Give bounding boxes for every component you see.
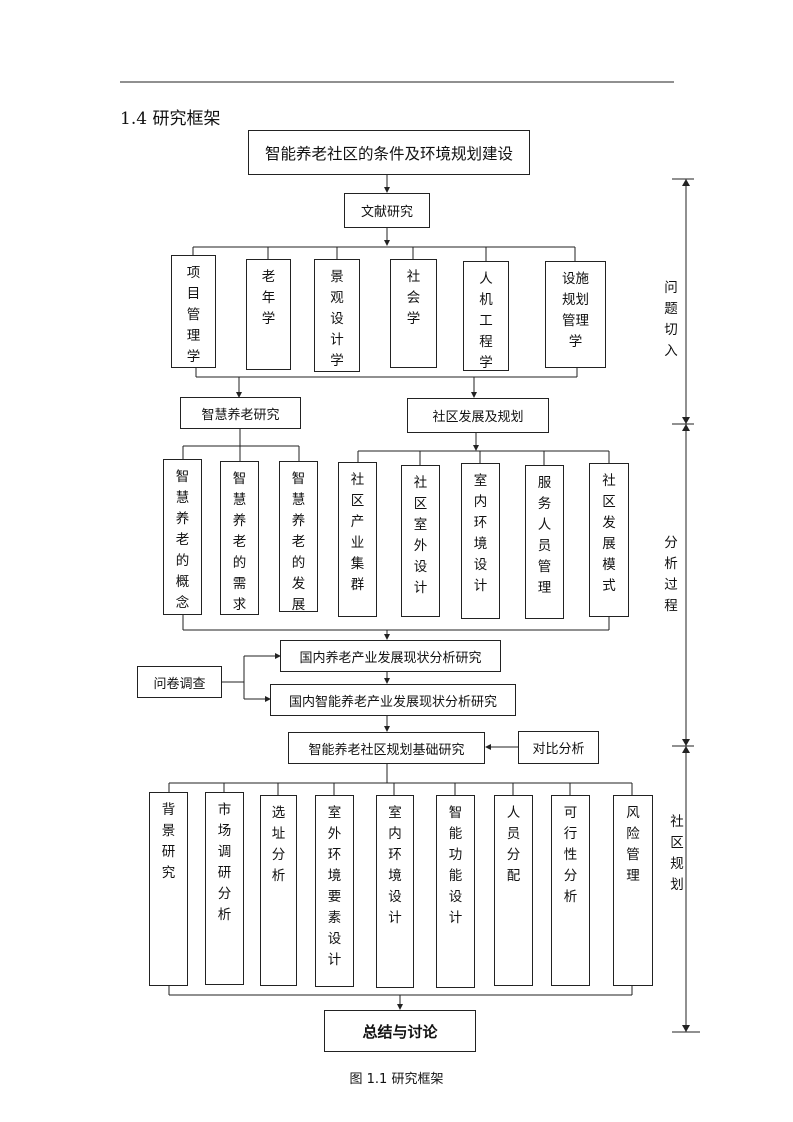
basic-research-box: 智能养老社区规划基础研究 (288, 732, 485, 764)
smart-elderly-research-text: 智慧养老研究 (201, 407, 280, 423)
planning-item-box-9: 风 险 管 理 (613, 795, 653, 986)
top-title-box: 智能养老社区的条件及环境规划建设 (248, 130, 530, 175)
discipline-label-1: 项 目 管 理 学 (186, 265, 201, 365)
discipline-box-6: 设施 规划 管理 学 (545, 261, 606, 368)
smart-item-label-1: 智 慧 养 老 的 概 念 (175, 469, 190, 611)
planning-item-box-4: 室 外 环 境 要 素 设 计 (315, 795, 354, 987)
planning-item-box-7: 人 员 分 配 (494, 795, 533, 986)
literature-box: 文献研究 (344, 193, 430, 228)
discipline-label-2: 老 年 学 (261, 269, 276, 327)
planning-item-label-3: 选 址 分 析 (271, 805, 286, 884)
discipline-box-2: 老 年 学 (246, 259, 291, 370)
planning-item-box-6: 智 能 功 能 设 计 (436, 795, 475, 988)
planning-item-label-4: 室 外 环 境 要 素 设 计 (327, 805, 342, 968)
community-item-label-3: 室 内 环 境 设 计 (473, 473, 488, 594)
summary-box: 总结与讨论 (324, 1010, 476, 1052)
planning-item-label-2: 市 场 调 研 分 析 (217, 802, 232, 923)
planning-item-box-1: 背 景 研 究 (149, 792, 188, 986)
planning-item-label-7: 人 员 分 配 (506, 805, 521, 884)
community-item-box-2: 社 区 室 外 设 计 (401, 465, 440, 617)
domestic-smart-elderly-industry-box: 国内智能养老产业发展现状分析研究 (270, 684, 516, 716)
section-heading: 1.4 研究框架 (120, 109, 221, 129)
domestic-smart-elderly-industry-text: 国内智能养老产业发展现状分析研究 (288, 694, 497, 710)
smart-item-label-2: 智 慧 养 老 的 需 求 (232, 471, 247, 613)
discipline-box-5: 人 机 工 程 学 (463, 261, 509, 371)
planning-item-label-6: 智 能 功 能 设 计 (448, 805, 463, 926)
smart-item-box-2: 智 慧 养 老 的 需 求 (220, 461, 259, 615)
basic-research-text: 智能养老社区规划基础研究 (308, 742, 465, 758)
phase-label-problem-entry: 问 题 切 入 (664, 280, 678, 359)
comparative-analysis-box: 对比分析 (518, 731, 599, 764)
planning-item-label-1: 背 景 研 究 (161, 802, 176, 881)
community-item-box-1: 社 区 产 业 集 群 (338, 462, 377, 617)
community-item-label-2: 社 区 室 外 设 计 (413, 475, 428, 596)
planning-item-box-2: 市 场 调 研 分 析 (205, 792, 244, 985)
phase-label-community-planning: 社 区 规 划 (670, 814, 684, 893)
domestic-elderly-industry-text: 国内养老产业发展现状分析研究 (299, 650, 482, 666)
community-development-text: 社区发展及规划 (432, 410, 524, 425)
discipline-label-4: 社 会 学 (406, 269, 421, 327)
planning-item-label-5: 室 内 环 境 设 计 (388, 805, 402, 926)
discipline-label-6: 设施 规划 管理 学 (562, 271, 589, 350)
top-title-text: 智能养老社区的条件及环境规划建设 (264, 144, 513, 163)
smart-item-box-1: 智 慧 养 老 的 概 念 (163, 459, 202, 615)
planning-item-box-8: 可 行 性 分 析 (551, 795, 590, 986)
community-item-label-1: 社 区 产 业 集 群 (350, 472, 365, 593)
community-item-label-5: 社 区 发 展 模 式 (602, 473, 616, 594)
community-development-box: 社区发展及规划 (407, 398, 549, 433)
community-item-box-5: 社 区 发 展 模 式 (589, 463, 629, 617)
community-item-box-3: 室 内 环 境 设 计 (461, 463, 500, 619)
smart-item-box-3: 智 慧 养 老 的 发 展 (279, 461, 318, 613)
community-item-box-4: 服 务 人 员 管 理 (525, 465, 564, 619)
phase-label-analysis-process: 分 析 过 程 (664, 535, 678, 614)
planning-item-box-5: 室 内 环 境 设 计 (376, 795, 414, 988)
discipline-label-3: 景 观 设 计 学 (330, 269, 344, 369)
discipline-box-3: 景 观 设 计 学 (314, 259, 360, 372)
literature-text: 文献研究 (360, 205, 413, 220)
smart-elderly-research-box: 智慧养老研究 (180, 397, 301, 429)
survey-box: 问卷调查 (137, 666, 222, 698)
domestic-elderly-industry-box: 国内养老产业发展现状分析研究 (280, 640, 501, 672)
figure-caption: 图 1.1 研究框架 (349, 1072, 444, 1087)
discipline-box-4: 社 会 学 (390, 259, 437, 368)
discipline-label-5: 人 机 工 程 学 (479, 271, 493, 371)
discipline-box-1: 项 目 管 理 学 (171, 255, 216, 368)
planning-item-label-8: 可 行 性 分 析 (563, 805, 578, 905)
community-item-label-4: 服 务 人 员 管 理 (537, 475, 552, 596)
comparative-analysis-text: 对比分析 (532, 742, 585, 757)
summary-text: 总结与讨论 (362, 1022, 438, 1041)
survey-text: 问卷调查 (153, 676, 206, 692)
planning-item-label-9: 风 险 管 理 (626, 805, 640, 884)
smart-item-label-3: 智 慧 养 老 的 发 展 (291, 471, 306, 613)
planning-item-box-3: 选 址 分 析 (260, 795, 297, 986)
